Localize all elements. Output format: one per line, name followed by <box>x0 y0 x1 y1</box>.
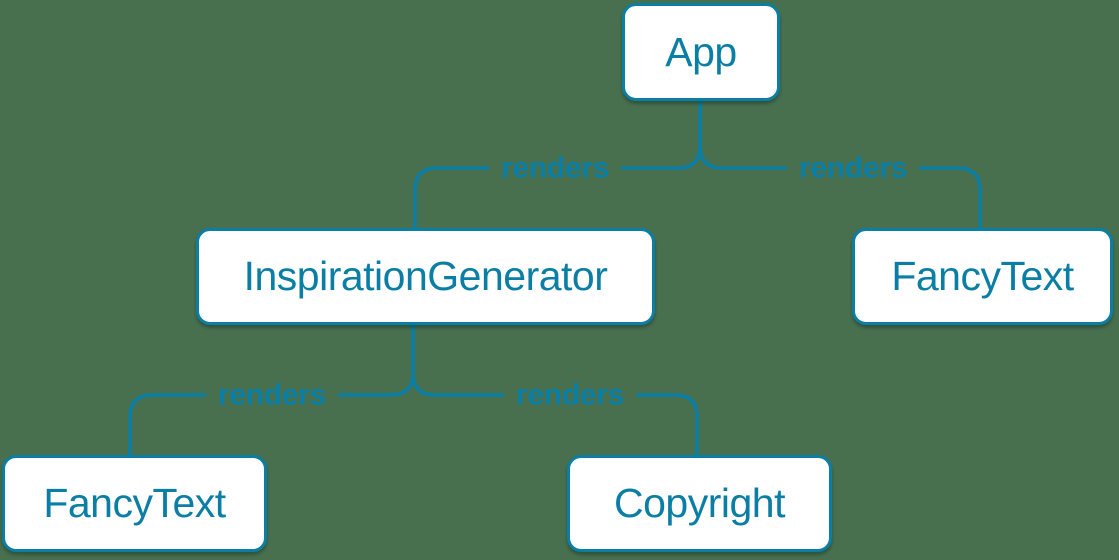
edge-label-renders-app-fancytext: renders <box>787 151 919 185</box>
edge-label-renders-inspirationgenerator-fancytext: renders <box>206 378 338 412</box>
node-fancy-text-left: FancyText <box>2 455 267 552</box>
edge-label-renders-inspirationgenerator-copyright: renders <box>504 378 636 412</box>
node-copyright: Copyright <box>567 455 832 552</box>
node-app: App <box>622 3 780 101</box>
node-fancy-text-right: FancyText <box>852 228 1113 325</box>
edge-label-renders-app-inspirationgenerator: renders <box>489 151 621 185</box>
node-inspiration-generator: InspirationGenerator <box>196 228 655 325</box>
